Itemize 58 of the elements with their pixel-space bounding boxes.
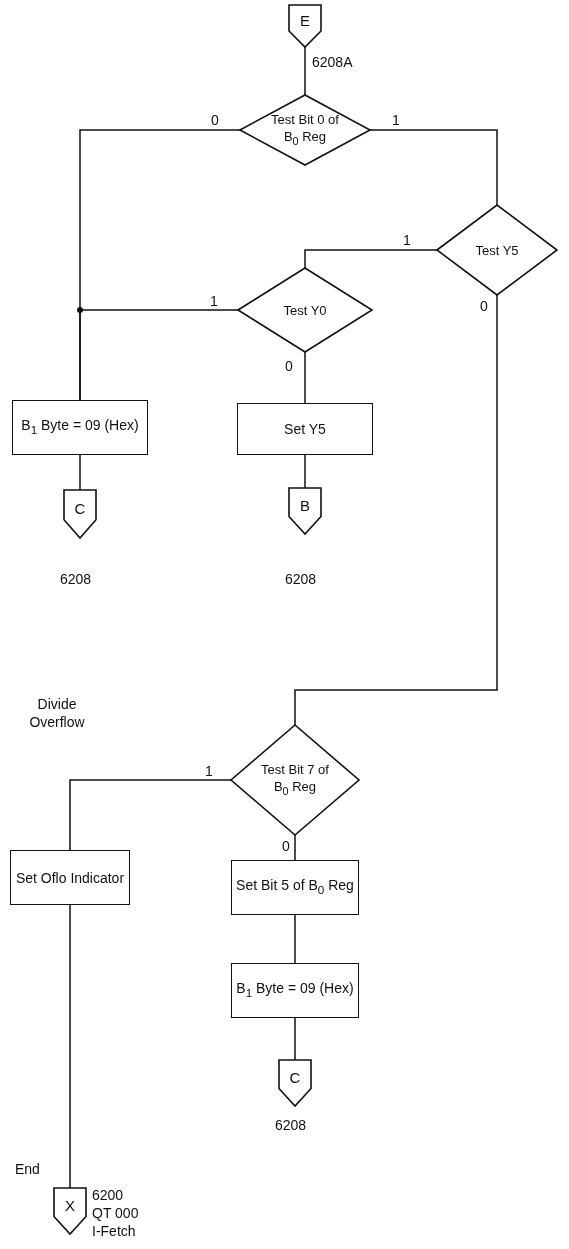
connector-reference: 6208 — [60, 570, 92, 588]
flow-line — [294, 834, 296, 861]
edge-label: 1 — [390, 112, 402, 128]
flow-line — [304, 454, 306, 489]
off-page-connector — [279, 1060, 311, 1106]
connector-letter: B — [300, 497, 310, 515]
edge-label: 0 — [280, 838, 292, 854]
flow-line — [294, 1017, 296, 1061]
node-text: Test Bit 0 of B$_{0}$ Reg — [270, 110, 340, 149]
flow-line — [79, 309, 239, 401]
decision-diamond — [240, 95, 370, 165]
node-text: Set Bit 5 of B$_{0}$ Reg — [236, 876, 354, 898]
off-page-connector — [289, 488, 321, 534]
flow-line — [79, 454, 81, 491]
decision-diamond — [238, 268, 372, 352]
connector-reference: 6200 — [92, 1186, 124, 1204]
edge-label: 0 — [283, 358, 295, 374]
process-box — [231, 963, 359, 1018]
connector-reference: 6208 — [285, 570, 317, 588]
flow-line — [304, 351, 306, 404]
edge-label: 1 — [401, 232, 413, 248]
connector-reference: 6208A — [312, 53, 353, 71]
connector-letter: C — [289, 1069, 301, 1087]
off-page-connector — [289, 5, 321, 47]
connector-reference: I-Fetch — [92, 1222, 136, 1240]
off-page-connector — [64, 490, 96, 538]
decision-diamond — [231, 725, 359, 835]
edge-label: 1 — [208, 293, 220, 309]
flow-line — [69, 779, 232, 851]
edge-label: 1 — [203, 763, 215, 779]
note-label: Divide Overflow — [28, 695, 86, 731]
node-text: Test Bit 7 of B$_{0}$ Reg — [260, 760, 330, 799]
off-page-connector — [54, 1188, 86, 1234]
connector-reference: 6208 — [275, 1116, 307, 1134]
node-text: Test Y5 — [474, 241, 520, 259]
edge-label: 0 — [209, 112, 221, 128]
flow-line — [69, 904, 71, 1189]
process-box — [237, 403, 373, 455]
process-box — [12, 400, 148, 455]
flow-line — [369, 129, 498, 206]
decision-diamond — [437, 205, 557, 295]
connector-reference: QT 000 — [92, 1204, 139, 1222]
node-text: Test Y0 — [282, 301, 328, 319]
connector-letter: E — [300, 12, 310, 30]
connector-reference: End — [15, 1160, 40, 1178]
flow-line — [304, 249, 438, 269]
node-text: B$_{1}$ Byte = 09 (Hex) — [21, 416, 139, 438]
node-text: B$_{1}$ Byte = 09 (Hex) — [236, 979, 354, 1001]
process-box — [10, 850, 130, 905]
process-box — [231, 860, 359, 915]
flow-line — [294, 294, 498, 726]
flow-line — [294, 914, 296, 964]
connector-letter: X — [65, 1197, 75, 1215]
edge-label: 0 — [478, 298, 490, 314]
node-text: Set Oflo Indicator — [15, 868, 125, 887]
connector-letter: C — [74, 500, 86, 518]
flow-line — [304, 46, 306, 96]
node-text: Set Y5 — [284, 420, 326, 438]
